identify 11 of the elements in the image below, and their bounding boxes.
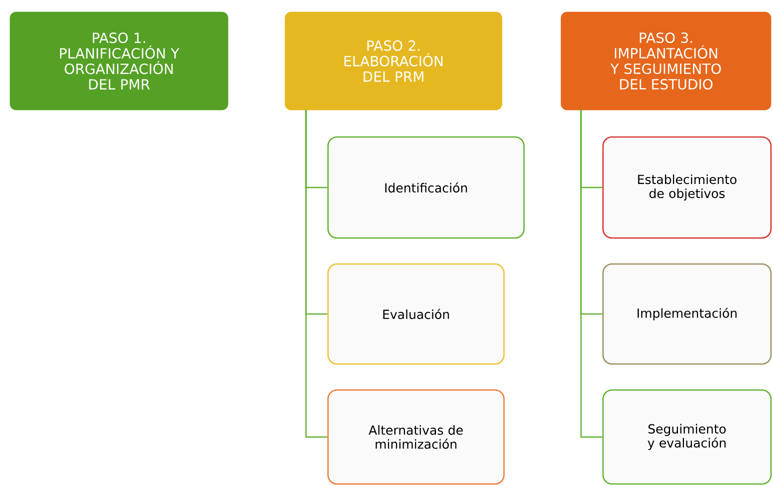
task-box: Alternativas de minimización [327,389,505,485]
task-box: Implementación [602,263,772,365]
task-box: Establecimiento de objetivos [602,136,772,239]
task-box: Seguimiento y evaluación [602,389,772,485]
step-header-box: PASO 1. PLANIFICACIÓN Y ORGANIZACIÓN DEL PMR [10,12,228,110]
step-header-box: PASO 2. ELABORACIÓN DEL PRM [284,12,502,110]
connector-line [580,110,602,438]
task-box: Identificación [327,136,525,239]
connector-line [305,110,328,438]
task-box: Evaluación [327,263,505,365]
step-header-box: PASO 3. IMPLANTACIÓN Y SEGUIMIENTO DEL ESTUDIO [560,12,772,110]
